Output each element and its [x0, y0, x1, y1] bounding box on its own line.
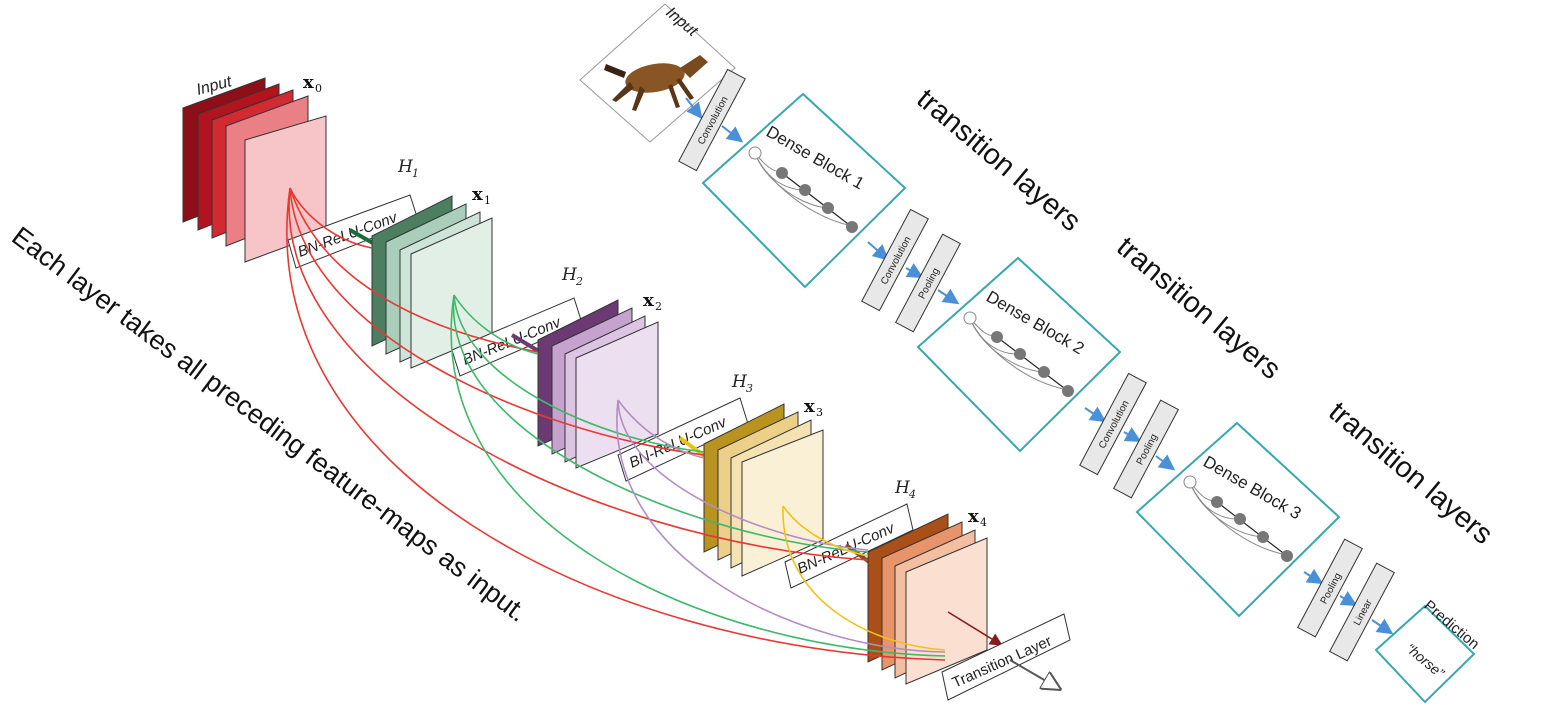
h4-subscript: 4 — [908, 488, 916, 501]
arrow-x0-x4 — [288, 187, 869, 561]
h2-label: H — [561, 265, 578, 285]
transition-output-arrow — [1009, 659, 1058, 688]
x1-subscript: 1 — [484, 194, 491, 207]
h1-label: H — [397, 157, 414, 177]
prediction-box: “horse” Prediction — [1374, 597, 1482, 704]
x4-label: x — [968, 506, 979, 527]
arrow-x1-x4 — [452, 294, 869, 553]
dense-block-3-graph — [1183, 475, 1293, 562]
dense-block-3: Dense Block 3 — [1135, 421, 1341, 618]
arrow-x1-x2 — [453, 294, 539, 355]
x3-subscript: 3 — [816, 406, 823, 419]
transition-annotation-3: transition layers — [1323, 396, 1499, 551]
feature-stack-x0: Input x 0 — [182, 72, 327, 263]
dense-block-2-graph — [963, 311, 1074, 397]
feature-stack-x2: x 2 — [537, 290, 662, 469]
x3-label: x — [804, 396, 815, 417]
arrow-x2-x4 — [617, 399, 869, 551]
arrow-x1-x3 — [453, 294, 705, 453]
op-connector-h3 — [678, 436, 708, 459]
arrow-x0-x1 — [289, 187, 373, 249]
arrow-x4-transition — [947, 611, 1003, 646]
op-pool-1: Pooling — [895, 233, 961, 333]
dense-block-1: Dense Block 1 — [701, 92, 907, 289]
h2-subscript: 2 — [575, 275, 583, 288]
arrow-conv2-pool2 — [1123, 427, 1142, 442]
arrow-x0-x3 — [289, 187, 705, 456]
arrow-x2-transition — [616, 399, 946, 653]
x4-subscript: 4 — [980, 516, 987, 529]
arrow-x0-x2 — [289, 187, 539, 353]
x2-subscript: 2 — [655, 300, 662, 313]
arrow-pool1-block2 — [937, 288, 960, 305]
arrow-block1-conv — [867, 241, 889, 261]
arrow-pool2-block3 — [1155, 454, 1176, 471]
right-input: Input — [579, 3, 736, 143]
dense-block-1-graph — [748, 146, 858, 233]
h3-label: H — [731, 372, 748, 392]
dense-block-2: Dense Block 2 — [916, 256, 1122, 453]
arrow-input-conv — [685, 97, 703, 120]
arrow-pool3-linear — [1339, 591, 1358, 606]
h1-subscript: 1 — [412, 167, 419, 180]
arrow-x3-x4 — [782, 505, 869, 557]
arrow-linear-prediction — [1371, 618, 1394, 635]
arrow-conv-block1 — [721, 125, 744, 143]
arrow-x1-transition — [450, 294, 946, 657]
x0-label: x — [303, 72, 314, 93]
arrow-conv1-pool1 — [905, 263, 924, 278]
x1-label: x — [472, 184, 483, 205]
op-connector-h2 — [510, 333, 542, 354]
op-linear: Linear — [1329, 562, 1395, 662]
feature-stack-x1: x 1 — [371, 184, 493, 369]
arrow-x0-transition — [286, 187, 946, 661]
arrow-block3-pool — [1303, 568, 1324, 585]
h3-subscript: 3 — [746, 382, 753, 395]
horse-image — [604, 55, 708, 111]
dense-connections — [286, 187, 946, 661]
transition-annotation-1: transition layers — [911, 83, 1087, 238]
x0-subscript: 0 — [315, 82, 322, 95]
arrow-x2-x3 — [617, 399, 705, 459]
arrow-x3-transition — [782, 505, 946, 651]
transition-annotation-2: transition layers — [1111, 231, 1287, 386]
arrow-block2-conv — [1084, 406, 1107, 423]
x2-label: x — [643, 290, 654, 311]
h4-label: H — [894, 478, 911, 498]
op-pool-3: Pooling — [1297, 538, 1363, 638]
